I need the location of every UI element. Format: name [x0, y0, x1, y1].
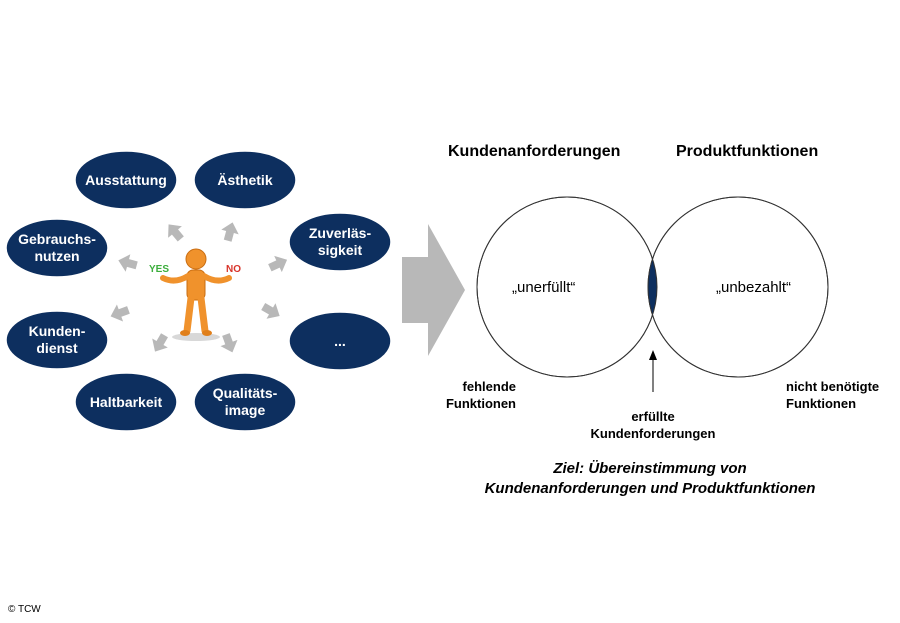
oval-label-gebrauchsnutzen-2: nutzen: [34, 248, 79, 264]
oval-label-kundendienst-1: Kunden-: [29, 323, 86, 339]
label-missing-functions-line1: fehlende: [462, 379, 516, 394]
oval-qualitaetsimage: [193, 372, 297, 432]
arrow-to-qualitaetsimage: [220, 333, 238, 353]
oval-label-aesthetik: Ästhetik: [217, 172, 272, 188]
oval-kundendienst: [5, 310, 109, 370]
oval-label-qualitaetsimage-2: image: [225, 402, 266, 418]
oval-label-qualitaetsimage-1: Qualitäts-: [213, 385, 278, 401]
label-unneeded-functions-line2: Funktionen: [786, 396, 857, 411]
oval-label-kundendienst-2: dienst: [36, 340, 78, 356]
label-fulfilled-requirements-line1: erfüllte: [631, 409, 675, 424]
arrow-to-aesthetik: [221, 222, 239, 242]
label-unneeded-functions: nicht benötigte Funktionen: [786, 378, 879, 412]
label-fulfilled-requirements: erfüllte Kundenforderungen: [553, 408, 753, 442]
goal-line1: Ziel: Übereinstimmung von: [553, 460, 747, 477]
intersection-pointer-arrowhead: [649, 350, 657, 360]
label-missing-functions: fehlende Funktionen: [446, 378, 516, 412]
oval-label-zuverlaessigkeit-2: sigkeit: [318, 242, 363, 258]
oval-haltbarkeit: [74, 372, 178, 432]
arrow-to-zuverlaessigkeit: [268, 255, 288, 273]
oval-label-ellipsis: ...: [334, 333, 346, 349]
arrow-to-ausstattung: [168, 224, 184, 242]
arrow-to-haltbarkeit: [152, 333, 168, 352]
yes-label: YES: [149, 264, 169, 275]
venn-right-quote: „unbezahlt“: [716, 279, 792, 296]
arrow-to-gebrauchsnutzen: [118, 254, 138, 272]
oval-zuverlaessigkeit: [288, 212, 392, 272]
oval-ausstattung: [74, 150, 178, 210]
goal-statement: Ziel: Übereinstimmung von Kundenanforder…: [430, 459, 870, 499]
oval-label-ausstattung: Ausstattung: [85, 172, 167, 188]
copyright: © TCW: [8, 604, 41, 615]
goal-line2: Kundenanforderungen und Produktfunktione…: [484, 480, 816, 497]
oval-label-haltbarkeit: Haltbarkeit: [90, 394, 163, 410]
label-fulfilled-requirements-line2: Kundenforderungen: [590, 426, 716, 441]
arrow-to-kundendienst: [110, 304, 130, 322]
oval-ellipsis: [288, 311, 392, 371]
oval-label-zuverlaessigkeit-1: Zuverläs-: [309, 225, 372, 241]
arrow-to-ellipsis: [261, 303, 280, 319]
no-label: NO: [226, 264, 241, 275]
venn-title-right: Produktfunktionen: [676, 143, 819, 160]
venn-left-quote: „unerfüllt“: [512, 279, 576, 296]
oval-label-gebrauchsnutzen-1: Gebrauchs-: [18, 231, 96, 247]
oval-aesthetik: [193, 150, 297, 210]
label-unneeded-functions-line1: nicht benötigte: [786, 379, 880, 394]
label-missing-functions-line2: Funktionen: [445, 396, 516, 411]
person-figure-icon: [160, 248, 232, 341]
big-arrow-right-icon: [402, 224, 465, 356]
venn-title-left: Kundenanforderungen: [448, 143, 621, 160]
oval-gebrauchsnutzen: [5, 218, 109, 278]
